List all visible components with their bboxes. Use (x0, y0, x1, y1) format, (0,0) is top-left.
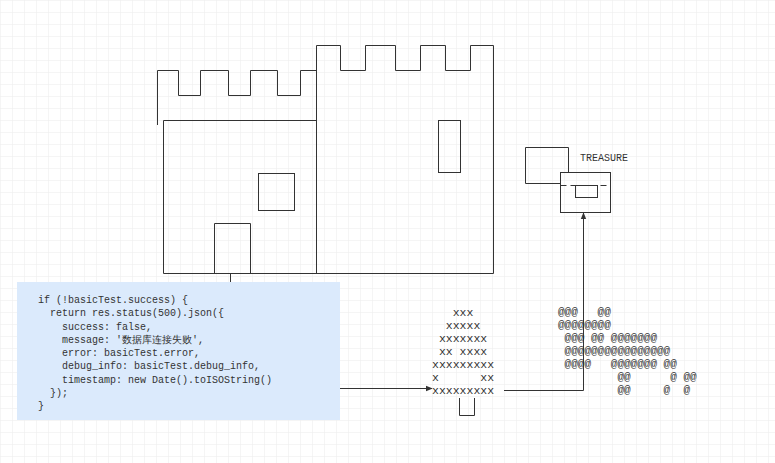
ascii-art: @@@@ @@@@@@@ @@ (558, 358, 677, 371)
castle-ground (164, 273, 494, 274)
node-text: xxxxxxx (432, 332, 504, 345)
castle-window (259, 174, 295, 211)
castle-door (215, 224, 251, 274)
ascii-art: @@ @ @@ (558, 371, 697, 384)
treasure-chest: TREASURE (560, 172, 611, 213)
code-box: if (!basicTest.success) { return res.sta… (17, 282, 340, 420)
flow-arrow (340, 388, 432, 389)
node-text: xxx (432, 306, 504, 319)
node-text: xxxxx (432, 319, 504, 332)
node-text: timestamp: new Date().toISOString() (38, 374, 340, 387)
ascii-art: @@@ @@ @@@@@@@ (558, 332, 657, 345)
ascii-art: @@@@@@@@ (558, 319, 611, 332)
castle-tower (317, 46, 494, 274)
ascii-art: @@ @ @ (558, 384, 690, 397)
node-text: debug_info: basicTest.debug_info, (38, 360, 340, 373)
chest-lock (576, 186, 598, 198)
ascii-tree: xxx xxxxx xxxxxxx xx xxxxxxxxxxxxxx xxxx… (432, 306, 504, 398)
node-text: xxxxxxxxx (432, 384, 504, 397)
node-text: xxxxxxxxx (432, 358, 504, 371)
ascii-art: @@@ @@ (558, 306, 611, 319)
node-text: success: false, (38, 321, 340, 334)
node-text: error: basicTest.error, (38, 347, 340, 360)
castle-window (439, 121, 461, 173)
ascii-art: @@@@@@@@@@@@@@@@ (558, 345, 670, 358)
castle-wall (164, 121, 317, 274)
node-text: message: '数据库连接失败', (38, 334, 340, 347)
node-text: if (!basicTest.success) { (38, 294, 340, 307)
chest-lid (526, 183, 561, 184)
chest-lid (526, 148, 569, 184)
node-text: TREASURE (580, 153, 628, 164)
node-text: x xx (432, 371, 504, 384)
node-text: xx xxxx (432, 345, 504, 358)
node-text: }); (38, 387, 340, 400)
tree-trunk (460, 398, 475, 416)
castle-battlement (158, 71, 317, 126)
node-text: } (38, 400, 340, 413)
node-text: return res.status(500).json({ (38, 307, 340, 320)
